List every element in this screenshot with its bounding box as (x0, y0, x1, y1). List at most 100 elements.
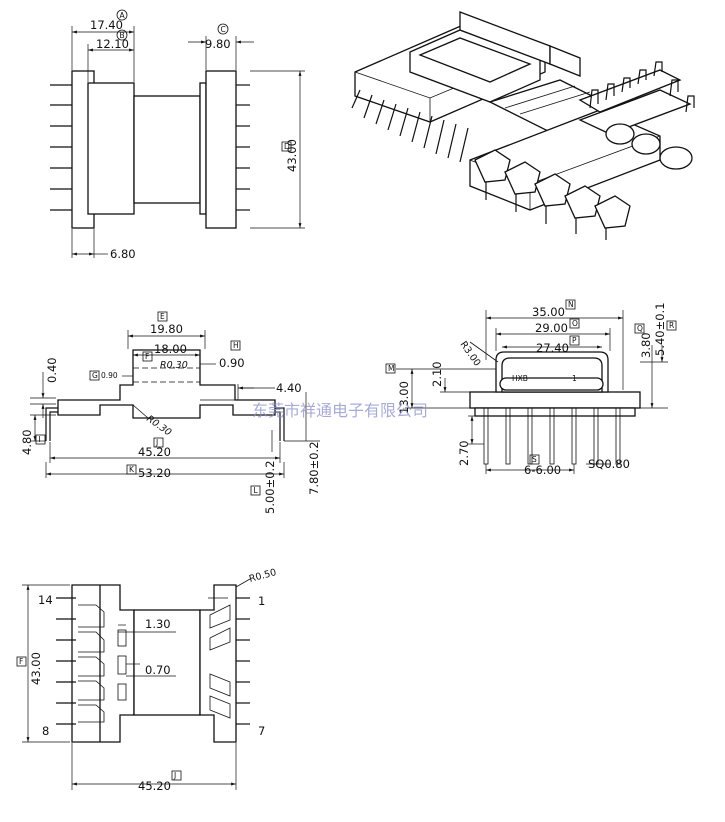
front-right-collar (199, 82, 207, 215)
dim-sq0-80: SQ0.80 (588, 457, 630, 471)
dim-29-00: 29.00 (535, 321, 568, 335)
iso-right-pins (589, 61, 695, 113)
end-view: HXB 1 35.00 N 29.00 O 27.40 P R3.00 M (385, 299, 677, 477)
marker-a: A (116, 9, 128, 21)
svg-text:J: J (155, 438, 158, 447)
bottom-right-pins (236, 597, 250, 725)
svg-text:H: H (233, 341, 239, 350)
side-view: 19.80 E 18.00 F R0.30 0.90 H G 0.90 0.40… (20, 311, 321, 514)
dim-6-80: 6.80 (110, 247, 136, 261)
marker-c: C (217, 23, 229, 35)
pin-label-7: 7 (258, 724, 265, 738)
marker-k: K (126, 464, 137, 475)
dim-19-80: 19.80 (150, 322, 183, 336)
svg-text:N: N (568, 300, 574, 309)
bottom-right-slots (208, 597, 231, 719)
dim-13-00: 13.00 (397, 381, 411, 414)
dim-r0-50: R0.50 (248, 567, 278, 585)
dim-1-30: 1.30 (145, 617, 171, 631)
front-left-pins (50, 84, 72, 211)
svg-text:C: C (221, 25, 226, 34)
dim-2-10: 2.10 (430, 361, 444, 387)
end-label-one: 1 (572, 374, 577, 383)
marker-l-side: L (250, 485, 261, 496)
marker-o: O (569, 318, 580, 329)
svg-text:M: M (388, 364, 394, 373)
front-right-pins (236, 84, 250, 211)
iso-back-pins (351, 89, 469, 163)
dim-53-20: 53.20 (138, 466, 171, 480)
marker-r: R (666, 320, 677, 331)
svg-text:R: R (669, 321, 674, 330)
marker-g: G (89, 370, 100, 381)
svg-text:A: A (120, 11, 126, 20)
dim-43-00: 43.00 (285, 139, 299, 172)
svg-text:F: F (19, 657, 23, 666)
dim-6-6-00: 6-6.00 (524, 463, 561, 477)
front-center-tube (133, 95, 201, 204)
dim-17-40: 17.40 (90, 18, 123, 32)
marker-i-left: I (35, 434, 46, 445)
pin-label-8: 8 (42, 724, 49, 738)
svg-text:F: F (145, 352, 149, 361)
bottom-center-tube (133, 609, 201, 716)
dim-0-70: 0.70 (145, 663, 171, 677)
svg-text:I: I (39, 435, 41, 444)
end-label-hxb: HXB (512, 374, 528, 383)
pin-label-14: 14 (38, 593, 53, 607)
dim-9-80: 9.80 (205, 37, 231, 51)
isometric-view (351, 11, 695, 240)
dim-3-80: 3.80 (639, 332, 653, 358)
marker-s: S (529, 454, 540, 465)
svg-text:S: S (532, 455, 537, 464)
dim-18-00: 18.00 (154, 342, 187, 356)
dim-45-20: 45.20 (138, 445, 171, 459)
svg-text:J: J (173, 771, 176, 780)
svg-text:Q: Q (637, 324, 643, 333)
dim-r3-00: R3.00 (458, 339, 483, 368)
marker-h: H (230, 340, 241, 351)
marker-m: M (385, 363, 396, 374)
dim-0-90: 0.90 (219, 356, 245, 370)
dim-43-00-bottom: 43.00 (29, 652, 43, 685)
svg-text:B: B (120, 31, 125, 40)
end-base (469, 391, 641, 409)
marker-j-bottom: J (171, 770, 182, 781)
dim-35-00: 35.00 (532, 305, 565, 319)
svg-text:D: D (284, 142, 290, 151)
marker-e: E (157, 311, 168, 322)
dim-12-10: 12.10 (96, 37, 129, 51)
front-view: 17.40 A 12.10 B 9.80 C 43.00 D 6.80 (50, 9, 305, 261)
dim-4-40: 4.40 (276, 381, 302, 395)
side-body (57, 349, 276, 419)
dim-0-40: 0.40 (45, 357, 59, 383)
svg-text:E: E (160, 312, 165, 321)
marker-p: P (569, 335, 580, 346)
iso-front-teeth (474, 149, 631, 229)
marker-f: F (142, 351, 153, 362)
marker-n: N (565, 299, 576, 310)
marker-j: J (153, 437, 164, 448)
iso-front-pins (485, 182, 607, 240)
svg-text:P: P (572, 336, 577, 345)
side-pins (45, 407, 285, 441)
dim-7-80: 7.80±0.2 (307, 441, 321, 495)
front-left-collar (87, 82, 135, 215)
end-rim (474, 407, 636, 417)
dim-0-90-small: 0.90 (101, 371, 118, 380)
dim-5-40: 5.40±0.1 (653, 302, 667, 356)
marker-f-bottom: F (16, 656, 27, 667)
end-slot (499, 377, 604, 391)
dim-5-00: 5.00±0.2 (263, 460, 277, 514)
bottom-left-pins (56, 597, 76, 725)
dim-r0-30-top: R0.30 (160, 360, 188, 371)
svg-text:O: O (572, 319, 578, 328)
bottom-view: R0.50 1.30 0.70 14 8 1 7 43.00 F 45.20 J (16, 567, 278, 793)
dim-45-20-bottom: 45.20 (138, 779, 171, 793)
dim-27-40: 27.40 (536, 341, 569, 355)
svg-text:G: G (92, 371, 98, 380)
bottom-left-slots (78, 604, 127, 723)
bottom-right-flange (199, 584, 237, 743)
